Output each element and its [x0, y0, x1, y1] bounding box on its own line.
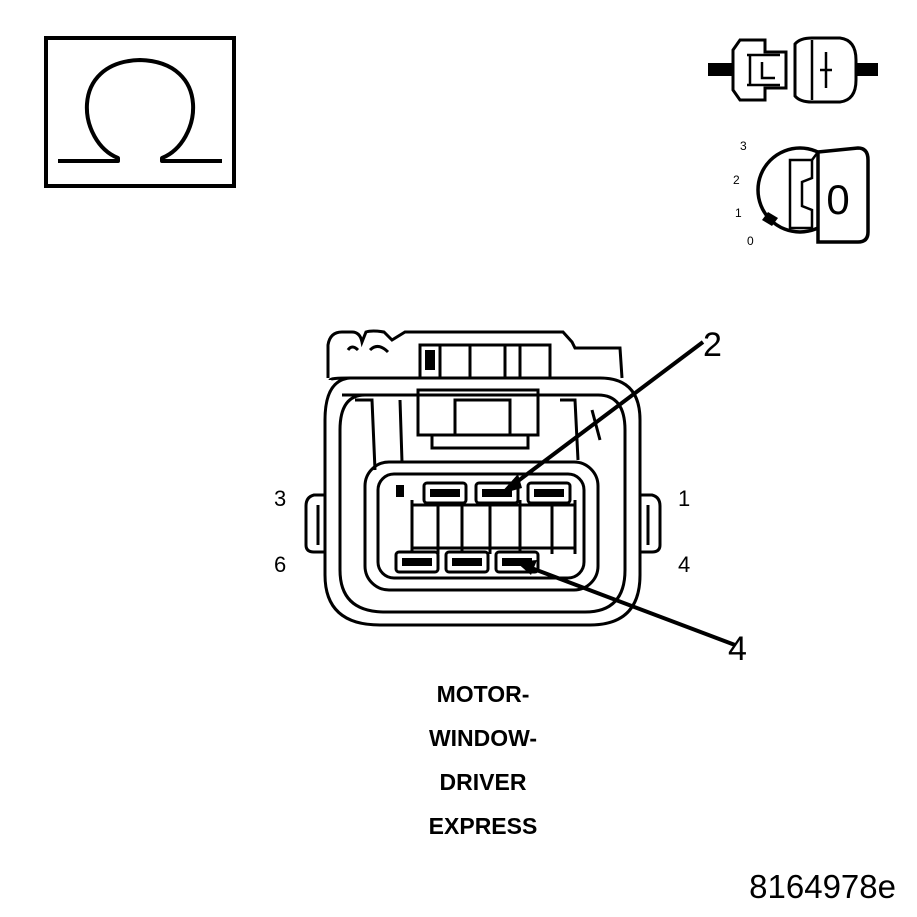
- connector-face: [304, 329, 662, 627]
- ignition-key-label: 0: [826, 176, 849, 223]
- terminal-1: [526, 481, 572, 505]
- ignition-position-0: 0: [747, 234, 754, 248]
- figure-reference-id: 8164978e: [749, 868, 896, 905]
- callout-pin-2: 2: [703, 326, 722, 364]
- pin-label-top-left: 3: [274, 486, 286, 511]
- terminal-group: [394, 481, 572, 574]
- ignition-key-icon: 0 3 2 1 0: [733, 139, 870, 248]
- ignition-position-1: 1: [735, 206, 742, 220]
- ignition-position-2: 2: [733, 173, 740, 187]
- connector-name-line-4: EXPRESS: [429, 813, 538, 839]
- pin-label-top-right: 1: [678, 486, 690, 511]
- connector-name-line-2: WINDOW-: [429, 725, 537, 751]
- ignition-position-3: 3: [740, 139, 747, 153]
- connector-name-line-3: DRIVER: [440, 769, 527, 795]
- terminal-3: [422, 481, 468, 505]
- pin-label-bottom-right: 4: [678, 552, 690, 577]
- callout-leader-pin-4: [516, 560, 736, 647]
- connector-name: MOTOR- WINDOW- DRIVER EXPRESS: [429, 681, 538, 839]
- connector-name-line-1: MOTOR-: [437, 681, 530, 707]
- callout-pin-4: 4: [728, 630, 747, 668]
- terminal-6: [394, 550, 440, 574]
- ohmmeter-icon: Ω: [44, 36, 236, 188]
- terminal-5: [444, 550, 490, 574]
- callout-leader-pin-2: [500, 340, 705, 494]
- pin-label-bottom-left: 6: [274, 552, 286, 577]
- disconnected-connector-icon: [708, 36, 878, 104]
